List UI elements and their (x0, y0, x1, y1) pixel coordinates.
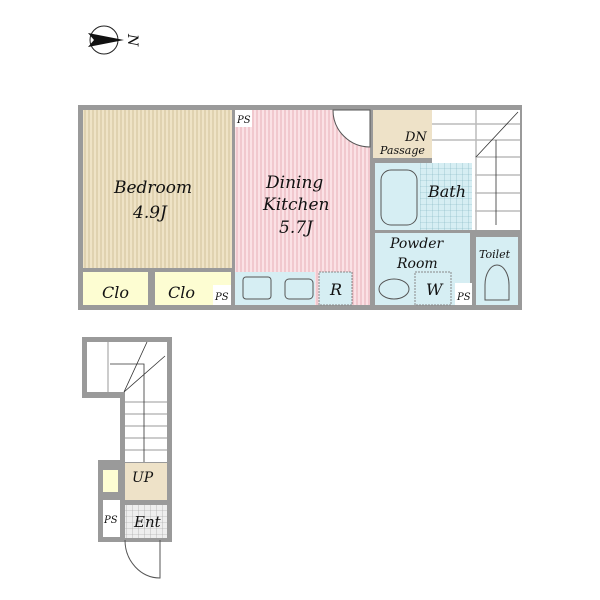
closet-2-label: Clo (168, 283, 195, 302)
door-swing (332, 109, 371, 148)
dining-name-2: Kitchen (262, 195, 329, 215)
lower-unit: UP PS Ent (82, 337, 172, 579)
bedroom-size: 4.9J (132, 203, 168, 223)
sink-icon (284, 278, 314, 300)
north-arrow-icon (88, 33, 124, 47)
entrance-label: Ent (133, 513, 162, 531)
up-landing (125, 463, 167, 500)
powder-label-2: Room (396, 256, 438, 272)
stair-treads (432, 110, 520, 230)
ps-powder (455, 283, 472, 305)
ps-lower (103, 500, 120, 537)
entrance (125, 505, 167, 538)
compass-label: N (124, 33, 140, 47)
stove-icon (242, 276, 272, 300)
closet-1 (83, 272, 148, 305)
bath-label: Bath (427, 182, 466, 201)
ps-powder-label: PS (456, 292, 471, 303)
passage-dn-label: DN (404, 130, 427, 145)
ps-top (235, 110, 252, 127)
bedroom-name: Bedroom (113, 178, 192, 198)
storage (103, 470, 118, 492)
ps-closet (213, 285, 231, 305)
fridge-label: R (329, 280, 342, 299)
bathtub-icon (380, 169, 418, 226)
stair-arrow-icon (475, 111, 519, 225)
toilet-icon (484, 264, 510, 301)
entrance-door-swing (124, 539, 161, 579)
lower-stair-arrow-icon (110, 341, 166, 462)
toilet-label: Toilet (479, 248, 511, 261)
up-label: UP (132, 470, 154, 486)
dining-size: 5.7J (279, 218, 314, 238)
passage (373, 110, 432, 158)
bath-tile (420, 163, 472, 230)
passage-label: Passage (379, 144, 425, 157)
washer-space (414, 271, 452, 306)
landing (87, 342, 167, 392)
bedroom (83, 110, 232, 268)
compass: N (88, 25, 140, 55)
fridge-space (318, 271, 353, 306)
ps-top-label: PS (236, 115, 251, 126)
upper-unit: Bedroom 4.9J Clo Clo PS PS Dining Kitche… (78, 105, 522, 310)
washer-label: W (426, 280, 444, 299)
toilet-room (476, 237, 518, 305)
ps-closet-label: PS (214, 292, 229, 303)
dining-name-1: Dining (265, 173, 323, 193)
powder-label-1: Powder (389, 236, 445, 252)
lower-stair-treads (107, 342, 167, 451)
ps-lower-label: PS (103, 515, 118, 526)
washbasin-icon (378, 278, 410, 300)
closet-1-label: Clo (102, 283, 129, 302)
